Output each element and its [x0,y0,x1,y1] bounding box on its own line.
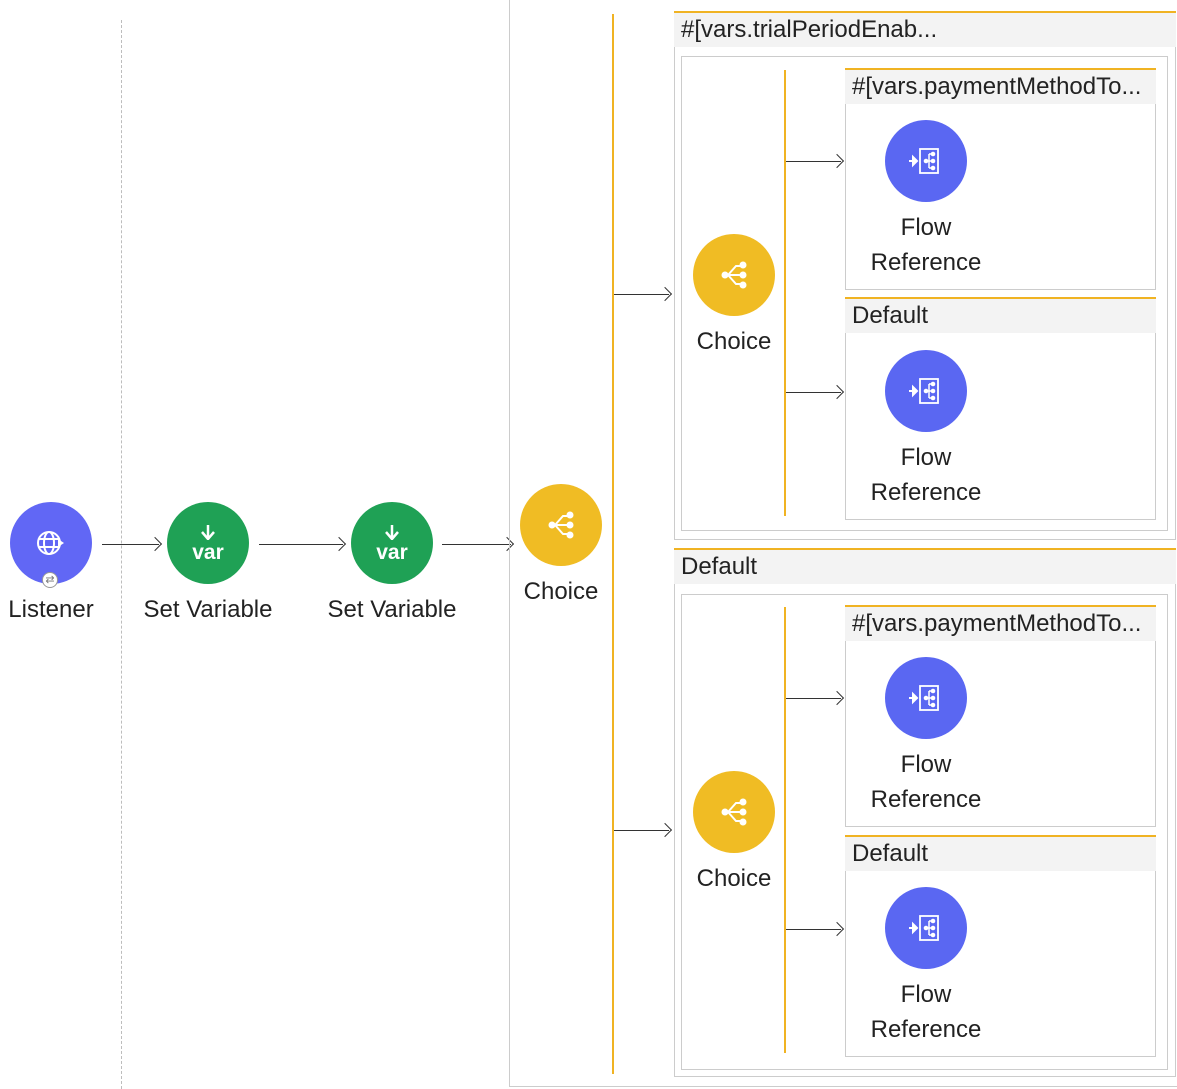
flow-reference-icon [909,685,939,711]
down-arrow-icon [201,524,215,540]
source-divider [121,20,122,1089]
route-trunk [784,70,786,516]
route-when-body [845,104,1156,290]
flow-reference-label-line1: Flow [900,751,952,778]
flow-reference-label-line2: Reference [870,1016,982,1043]
down-arrow-icon [385,524,399,540]
connector-arrow [442,544,511,545]
route-arrow [786,698,841,699]
choice-router-node[interactable] [693,234,775,316]
flow-reference-label-line2: Reference [870,786,982,813]
flow-reference-label-line1: Flow [900,981,952,1008]
flow-reference-label-line2: Reference [870,249,982,276]
connector-arrow [259,544,343,545]
flow-reference-label: Flow Reference [861,747,991,817]
route-default-body [674,584,1176,1077]
choice-icon [721,798,747,826]
choice-icon [548,511,574,539]
route-when-header[interactable]: #[vars.paymentMethodTo... [845,68,1156,104]
route-default-header[interactable]: Default [845,297,1156,333]
route-trunk [784,607,786,1053]
flow-reference-label: Flow Reference [861,977,991,1047]
var-icon: var [192,540,224,564]
choice-label: Choice [696,328,772,355]
flow-reference-node[interactable] [885,657,967,739]
route-trunk [612,14,614,1074]
connector-arrow [102,544,159,545]
choice-scope [509,0,1177,1087]
route-arrow [786,929,841,930]
flow-reference-icon [909,915,939,941]
route-default-body [845,871,1156,1057]
flow-reference-node[interactable] [885,887,967,969]
choice-router-node[interactable] [693,771,775,853]
route-default-header[interactable]: Default [845,835,1156,871]
choice-label: Choice [696,865,772,892]
flow-reference-label: Flow Reference [861,210,991,280]
listener-node[interactable] [10,502,92,584]
flow-reference-label-line2: Reference [870,479,982,506]
flow-reference-node[interactable] [885,350,967,432]
flow-reference-node[interactable] [885,120,967,202]
choice-router-node[interactable] [520,484,602,566]
listener-label: Listener [8,596,94,623]
var-icon: var [376,540,408,564]
nested-choice-scope [681,56,1168,531]
globe-arrow-icon [37,531,64,555]
route-when-body [674,47,1176,540]
set-variable-label: Set Variable [327,596,457,623]
route-arrow [786,392,841,393]
choice-label: Choice [523,578,599,605]
route-default-body [845,333,1156,520]
route-arrow [614,294,669,295]
route-arrow [786,161,841,162]
set-variable-node[interactable]: var [167,502,249,584]
route-when-header[interactable]: #[vars.trialPeriodEnab... [674,11,1176,47]
flow-reference-label: Flow Reference [861,440,991,510]
nested-choice-scope [681,594,1168,1070]
exchange-icon: ⇄ [42,572,58,588]
route-arrow [614,830,669,831]
set-variable-node[interactable]: var [351,502,433,584]
set-variable-label: Set Variable [143,596,273,623]
flow-reference-icon [909,378,939,404]
route-when-body [845,641,1156,827]
choice-icon [721,261,747,289]
route-default-header[interactable]: Default [674,548,1176,584]
flow-reference-label-line1: Flow [900,214,952,241]
route-when-header[interactable]: #[vars.paymentMethodTo... [845,605,1156,641]
flow-reference-icon [909,148,939,174]
flow-reference-label-line1: Flow [900,444,952,471]
